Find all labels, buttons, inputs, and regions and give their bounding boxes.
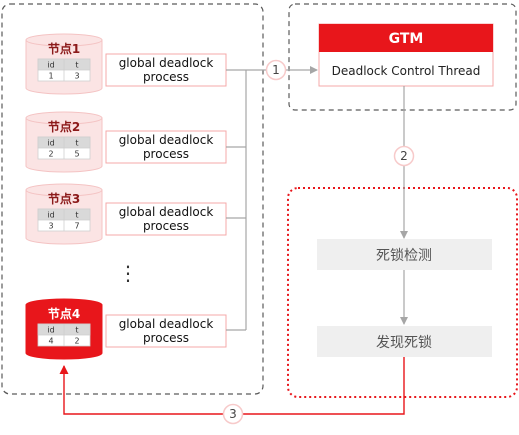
process-label: global deadlock <box>119 133 214 147</box>
mini-table-col-header: t <box>75 326 78 335</box>
node-cylinder-top <box>25 298 103 312</box>
deadlock-control-thread-label: Deadlock Control Thread <box>332 64 481 78</box>
node-cylinder-top <box>25 33 103 47</box>
cluster-nodes-container <box>1 3 264 395</box>
mini-table-cell: 5 <box>74 150 79 159</box>
node-3: 节点3 id t 3 7 <box>25 183 103 245</box>
process-label: global deadlock <box>119 205 214 219</box>
node-cylinder-top <box>25 111 103 125</box>
process-connectors <box>226 66 318 331</box>
deadlock-detect-label: 死锁检测 <box>376 248 432 264</box>
node-1: 节点1 id t 1 3 <box>25 33 103 95</box>
deadlock-detect-box: 死锁检测 <box>317 239 492 270</box>
step-3-badge: 3 <box>222 403 244 425</box>
mini-table-col-header: t <box>75 139 78 148</box>
mini-table-col-header: id <box>47 139 54 148</box>
process-label: process <box>143 70 189 84</box>
mini-table-col-header: id <box>47 326 54 335</box>
step-2-label: 2 <box>400 149 408 163</box>
process-label: process <box>143 219 189 233</box>
gtm-container <box>288 3 517 111</box>
step-1-label: 1 <box>272 63 280 77</box>
node-4: 节点4 id t 4 2 <box>25 298 103 360</box>
deadlock-found-box: 发现死锁 <box>317 326 492 357</box>
process-label: global deadlock <box>119 56 214 70</box>
mini-table-cell: 2 <box>74 337 79 346</box>
node-label: 节点2 <box>48 119 80 134</box>
more-nodes-ellipsis: ⋮ <box>118 261 138 285</box>
mini-table-col-header: t <box>75 211 78 220</box>
node-cylinder-top <box>25 183 103 197</box>
mini-table-cell: 7 <box>74 222 79 231</box>
mini-table-col-header: t <box>75 61 78 70</box>
gtm-title: GTM <box>389 31 424 47</box>
mini-table-cell: 4 <box>48 337 53 346</box>
gtm-box: GTM Deadlock Control Thread <box>318 23 494 87</box>
node-2: 节点2 id t 2 5 <box>25 111 103 173</box>
process-label: process <box>143 331 189 345</box>
node-label: 节点4 <box>48 306 80 321</box>
mini-table-col-header: id <box>47 61 54 70</box>
mini-table-cell: 3 <box>48 222 53 231</box>
node-label: 节点3 <box>48 191 80 206</box>
step-2-badge: 2 <box>393 145 415 167</box>
mini-table-cell: 1 <box>48 72 53 81</box>
detection-container <box>287 187 518 398</box>
process-label: global deadlock <box>119 317 214 331</box>
mini-table-cell: 2 <box>48 150 53 159</box>
step-1-badge: 1 <box>265 59 287 81</box>
mini-table-cell: 3 <box>74 72 79 81</box>
process-label: process <box>143 147 189 161</box>
node-label: 节点1 <box>48 41 80 56</box>
deadlock-found-label: 发现死锁 <box>376 335 432 351</box>
mini-table-col-header: id <box>47 211 54 220</box>
step-3-label: 3 <box>229 407 237 421</box>
